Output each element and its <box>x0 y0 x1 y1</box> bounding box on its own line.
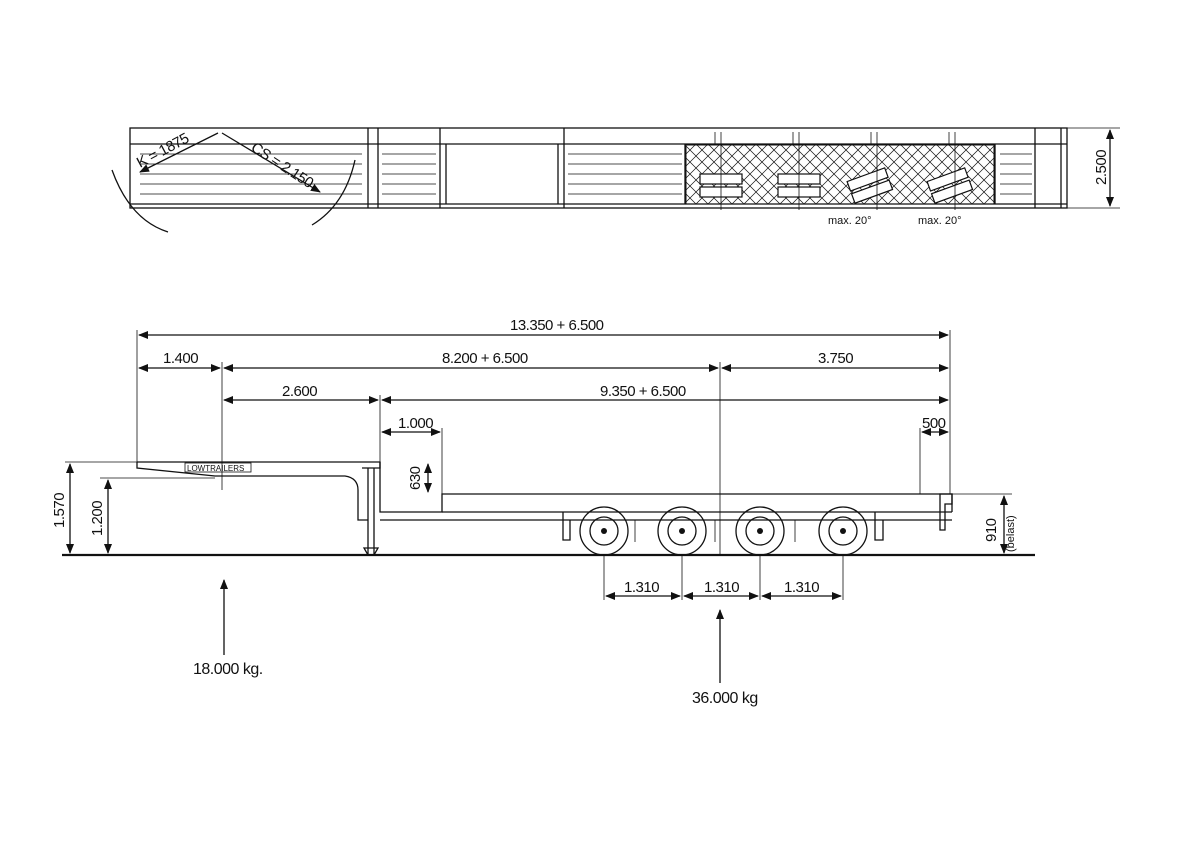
wheel-2 <box>657 506 707 556</box>
overall-length-dim: 13.350 + 6.500 <box>510 317 604 334</box>
rear-end-dim: 500 <box>922 415 946 432</box>
trailer-chassis: LOWTRAILERS <box>136 461 953 556</box>
rear-overhang-dim: 3.750 <box>818 350 853 367</box>
middle-length-dim: 8.200 + 6.500 <box>442 350 528 367</box>
step-height-dim: 630 <box>407 466 424 490</box>
steer-angle-label-1: max. 20° <box>828 215 872 227</box>
dimension-lines <box>66 331 1008 600</box>
radius-arc-cs <box>311 159 356 226</box>
top-view-outline <box>129 127 1068 209</box>
width-dim: 2.500 <box>1093 150 1110 185</box>
step-length-dim: 1.000 <box>398 415 433 432</box>
deck-length-dim: 9.350 + 6.500 <box>600 383 686 400</box>
radius-arc-k <box>111 169 169 233</box>
coupling-height-dim: 1.570 <box>51 493 68 528</box>
top-view: K = 1875 CS = 2.150 2.500 max. 20° max. … <box>111 127 1120 233</box>
brand-plate-text: LOWTRAILERS <box>187 464 244 473</box>
brand-plate <box>184 462 252 473</box>
deck-height-note: (belast) <box>1005 515 1017 552</box>
front-overhang-dim: 1.400 <box>163 350 198 367</box>
wheel-3 <box>735 506 785 556</box>
axle-load-label: 36.000 kg <box>692 690 758 707</box>
steer-angle-label-2: max. 20° <box>918 215 962 227</box>
side-view: LOWTRAILERS <box>51 317 1035 707</box>
wheel-4 <box>818 506 868 556</box>
deck-height-dim: 910 <box>983 518 1000 542</box>
gooseneck-height-dim: 1.200 <box>89 501 106 536</box>
axle-spacing-dim-2: 1.310 <box>704 579 739 596</box>
wheels <box>579 506 868 556</box>
axle-spacing-dim-3: 1.310 <box>784 579 819 596</box>
axle-spacing-dim-1: 1.310 <box>624 579 659 596</box>
gooseneck-length-dim: 2.600 <box>282 383 317 400</box>
wheel-1 <box>579 506 629 556</box>
kingpin-load-label: 18.000 kg. <box>193 661 263 678</box>
